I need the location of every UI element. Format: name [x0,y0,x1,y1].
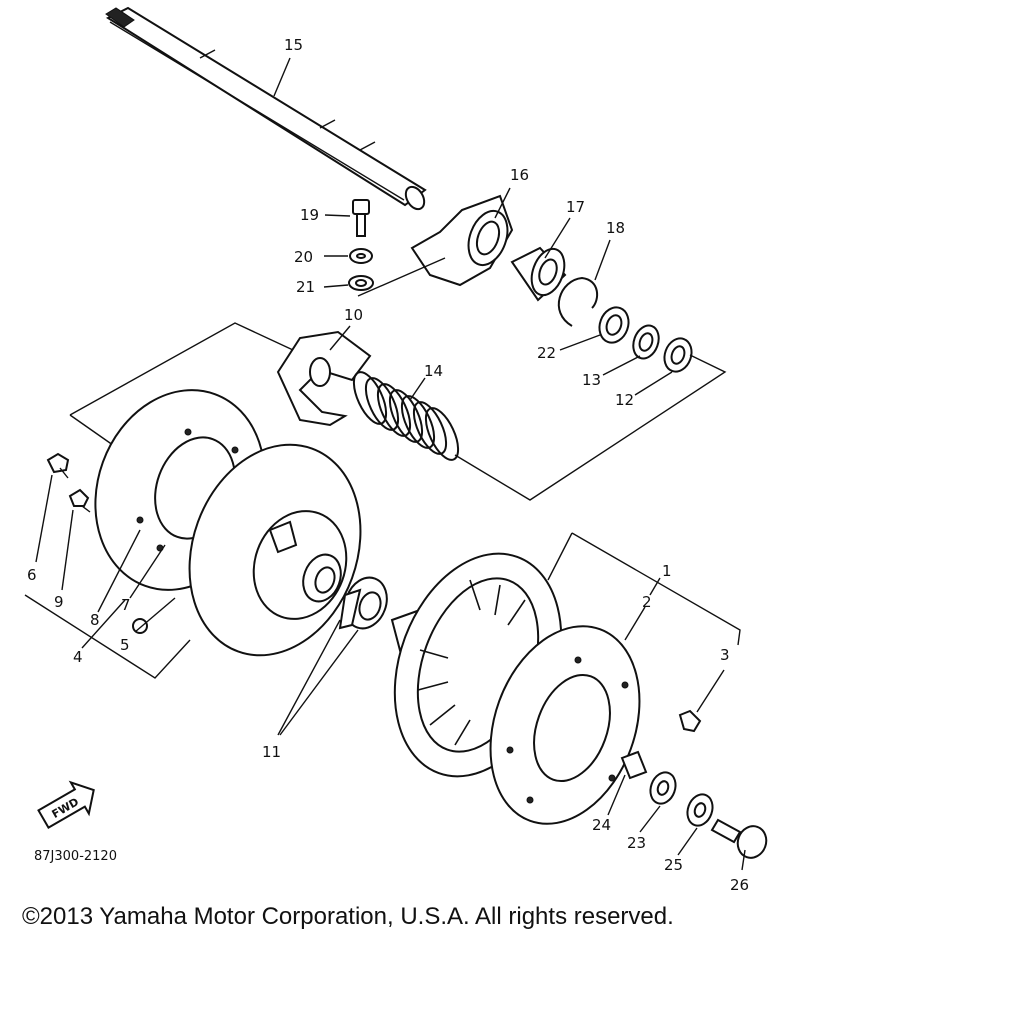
shaft-part [105,6,427,211]
fasteners-left [46,452,148,634]
callout-8: 8 [90,611,100,629]
callout-1: 1 [662,562,672,580]
fasteners-right [620,709,768,859]
callout-18: 18 [606,219,625,237]
callout-11: 11 [262,743,281,761]
callout-19: 19 [300,206,319,224]
drawing-code: 87J300-2120 [34,849,117,864]
callout-4: 4 [73,648,83,666]
callout-5: 5 [120,636,130,654]
callout-20: 20 [294,248,313,266]
leader-lines [35,57,746,871]
callout-2: 2 [642,593,652,611]
assembly-bracket-lines [24,322,741,679]
callout-14: 14 [424,362,443,380]
forward-arrow-icon: FWD [37,780,95,830]
callout-13: 13 [582,371,601,389]
callout-26: 26 [730,876,749,894]
callout-24: 24 [592,816,611,834]
callout-7: 7 [121,596,131,614]
callout-12: 12 [615,391,634,409]
callout-9: 9 [54,593,64,611]
callout-3: 3 [720,646,730,664]
callout-15: 15 [284,36,303,54]
cam-spring-group [276,330,460,461]
callout-6: 6 [27,566,37,584]
primary-sheave [94,389,362,657]
callout-23: 23 [627,834,646,852]
secondary-sheave [390,552,641,825]
callout-22: 22 [537,344,556,362]
callout-16: 16 [510,166,529,184]
bracket-bearing-group [410,194,693,373]
callout-25: 25 [664,856,683,874]
bushing-part [338,576,388,630]
exploded-parts-diagram: 15 16 17 18 19 20 21 10 14 22 13 12 6 9 … [24,6,768,894]
callout-21: 21 [296,278,315,296]
callout-10: 10 [344,306,363,324]
callout-labels: 15 16 17 18 19 20 21 10 14 22 13 12 6 9 … [27,36,749,894]
copyright-notice: ©2013 Yamaha Motor Corporation, U.S.A. A… [22,903,674,930]
small-bolt-stack [348,199,374,291]
callout-17: 17 [566,198,585,216]
